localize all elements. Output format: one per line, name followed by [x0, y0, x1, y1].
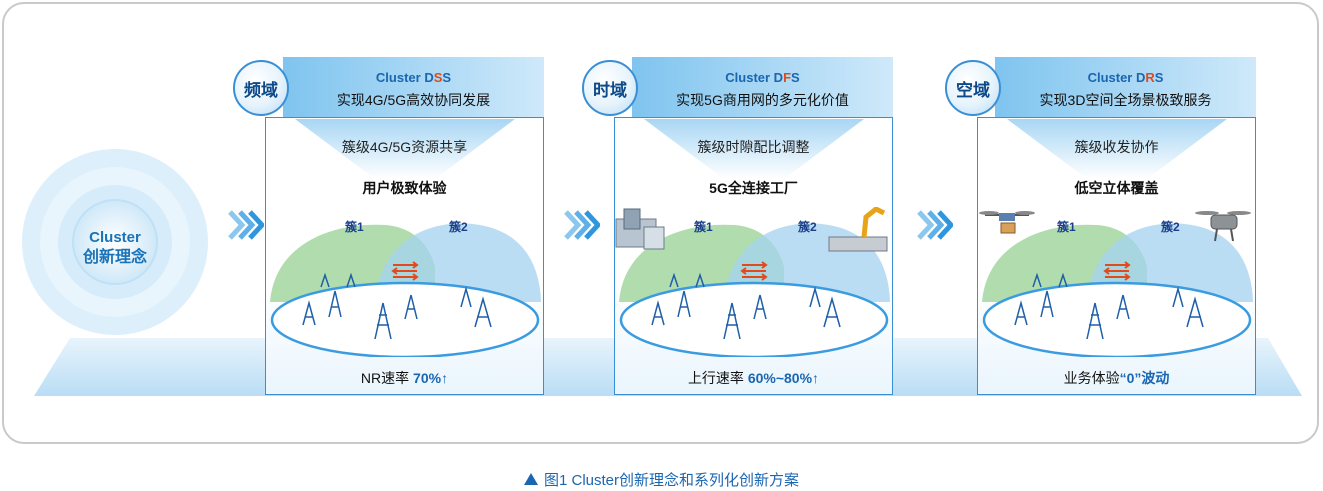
core-label: Cluster 创新理念 — [20, 228, 210, 268]
chevron-arrows-icon — [564, 210, 600, 240]
cluster1-label: 簇1 — [345, 220, 364, 234]
metric-label: 上行速率 — [687, 370, 748, 386]
scenario-title: 低空立体覆盖 — [1074, 180, 1159, 196]
funnel-shape — [1007, 119, 1227, 179]
title-prefix: Cluster D — [375, 70, 434, 85]
cluster-scene — [270, 223, 541, 357]
cluster1-label: 簇1 — [1057, 220, 1076, 234]
metric-value: 60%~80% — [747, 370, 813, 386]
figure-caption: 图1 Cluster创新理念和系列化创新方案 — [0, 469, 1323, 490]
core-line1: Cluster — [89, 229, 141, 246]
metric-label: NR速率 — [360, 370, 414, 386]
chevron-arrows-icon — [917, 210, 953, 240]
up-arrow-icon: ↑ — [441, 370, 449, 386]
metric-label: 业务体验 — [1063, 370, 1120, 386]
funnel-shape — [644, 119, 864, 179]
panel-subtitle: 实现5G商用网的多元化价值 — [676, 92, 849, 108]
funnel-label: 簇级4G/5G资源共享 — [341, 139, 468, 155]
panel-banner: Cluster DSS 实现4G/5G高效协同发展 — [283, 57, 544, 117]
triangle-icon — [523, 473, 538, 485]
panel-time-domain: Cluster DFS 实现5G商用网的多元化价值 时域 簇级时隙配比调整 5G… — [582, 57, 893, 395]
panel-banner: Cluster DRS 实现3D空间全场景极致服务 — [995, 57, 1256, 117]
cluster-scene — [615, 207, 890, 357]
title-accent: R — [1145, 70, 1155, 85]
title-suffix: S — [1154, 70, 1164, 85]
domain-badge: 频域 — [233, 60, 289, 116]
panel-subtitle: 实现3D空间全场景极致服务 — [1039, 92, 1212, 108]
funnel-shape — [295, 119, 515, 179]
panel-title: Cluster DSS — [283, 70, 544, 85]
panel-title: Cluster DRS — [995, 70, 1256, 85]
up-arrow-icon: ↑ — [812, 370, 820, 386]
caption-text: 图1 Cluster创新理念和系列化创新方案 — [543, 472, 800, 489]
drone-icon — [979, 211, 1035, 234]
title-suffix: S — [791, 70, 800, 85]
metric: 业务体验“0”波动 — [977, 368, 1256, 388]
factory-buildings-icon — [615, 208, 665, 250]
panel-title: Cluster DFS — [632, 70, 893, 85]
panel-space-domain: Cluster DRS 实现3D空间全场景极致服务 空域 簇级收发协作 低空立体… — [945, 57, 1256, 395]
metric: 上行速率 60%~80%↑ — [614, 368, 893, 388]
drone-icon — [1195, 211, 1251, 242]
core-line2: 创新理念 — [82, 249, 147, 266]
funnel-label: 簇级收发协作 — [1074, 139, 1159, 155]
panel-frequency-domain: Cluster DSS 实现4G/5G高效协同发展 频域 簇级4G/5G资源共享… — [233, 57, 544, 395]
metric-value: “0”波动 — [1119, 370, 1170, 386]
metric: NR速率 70%↑ — [265, 368, 544, 388]
title-accent: F — [783, 70, 792, 85]
title-prefix: Cluster D — [725, 70, 784, 85]
cluster-scene — [979, 211, 1253, 357]
title-prefix: Cluster D — [1087, 70, 1146, 85]
domain-badge: 时域 — [582, 60, 638, 116]
cluster-core-circles — [22, 149, 208, 335]
scenario-title: 用户极致体验 — [362, 180, 447, 196]
title-suffix: S — [442, 70, 452, 85]
robot-arm-icon — [828, 207, 888, 252]
cluster2-label: 簇2 — [1161, 220, 1180, 234]
domain-badge: 空域 — [945, 60, 1001, 116]
cluster2-label: 簇2 — [449, 220, 468, 234]
panel-banner: Cluster DFS 实现5G商用网的多元化价值 — [632, 57, 893, 117]
panel-subtitle: 实现4G/5G高效协同发展 — [336, 92, 491, 108]
chevron-arrows-icon — [228, 210, 264, 240]
funnel-label: 簇级时隙配比调整 — [697, 139, 810, 155]
cluster1-label: 簇1 — [694, 220, 713, 234]
metric-value: 70% — [413, 370, 442, 386]
scenario-title: 5G全连接工厂 — [709, 180, 798, 196]
cluster2-label: 簇2 — [798, 220, 817, 234]
title-accent: S — [433, 70, 443, 85]
